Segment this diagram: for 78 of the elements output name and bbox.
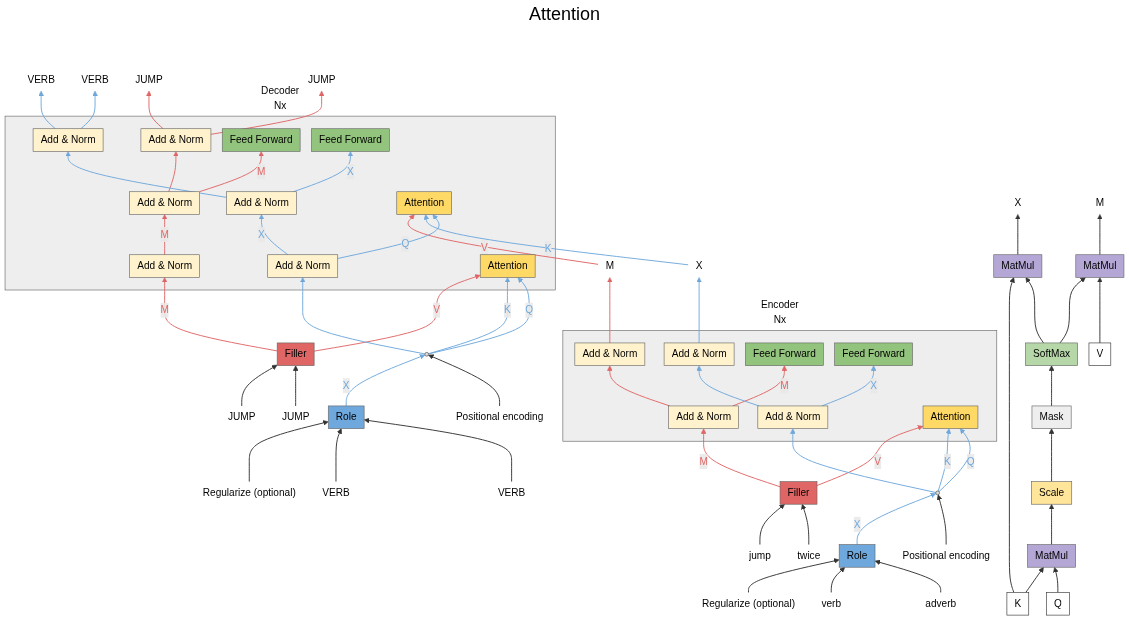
node-box: MatMul bbox=[1075, 254, 1125, 278]
edge-label: X bbox=[347, 165, 354, 177]
node-box: Attention bbox=[479, 254, 536, 278]
node-circle bbox=[424, 352, 429, 357]
node-text: adverb bbox=[925, 598, 957, 609]
node-box: Mask bbox=[1031, 405, 1072, 429]
node-text: twice bbox=[797, 550, 821, 561]
cluster bbox=[4, 115, 556, 291]
node-text: Positional encoding bbox=[902, 550, 990, 561]
node-box: Feed Forward bbox=[221, 128, 301, 152]
node-box: Add & Norm bbox=[140, 128, 212, 152]
node-text: VERB bbox=[497, 487, 526, 498]
node-box: Role bbox=[838, 544, 876, 568]
node-label: Encoder bbox=[761, 299, 799, 311]
edge-label: M bbox=[257, 165, 266, 177]
node-text: JUMP bbox=[135, 73, 163, 85]
cluster bbox=[562, 330, 998, 442]
edge-label: Q bbox=[966, 455, 975, 467]
node-box: Add & Norm bbox=[129, 254, 200, 278]
edge-label: K bbox=[544, 242, 552, 254]
node-box: Add & Norm bbox=[226, 191, 297, 215]
node-box: Scale bbox=[1031, 481, 1073, 505]
node-circle bbox=[935, 490, 940, 496]
node-box: Add & Norm bbox=[267, 254, 339, 278]
node-label: Nx bbox=[773, 314, 786, 326]
node-box: MatMul bbox=[1027, 544, 1076, 568]
node-box: Filler bbox=[276, 342, 315, 366]
node-box: Role bbox=[327, 405, 365, 429]
edge-label: V bbox=[874, 455, 882, 467]
node-text: Regularize (optional) bbox=[202, 487, 296, 498]
node-text: Regularize (optional) bbox=[701, 598, 795, 609]
edge-label: M bbox=[160, 304, 169, 316]
node-text: X bbox=[695, 260, 703, 272]
node-text: VERB bbox=[27, 73, 55, 85]
node-box: MatMul bbox=[993, 254, 1043, 278]
node-text: VERB bbox=[322, 487, 350, 498]
node-box: Add & Norm bbox=[32, 128, 104, 152]
node-text: JUMP bbox=[307, 73, 336, 85]
edge-label: K bbox=[944, 455, 951, 467]
node-label: Nx bbox=[273, 100, 287, 112]
edge-label: M bbox=[160, 228, 169, 240]
node-box: Attention bbox=[922, 405, 979, 429]
edge-label: X bbox=[258, 228, 265, 240]
edge-label: X bbox=[853, 518, 861, 530]
edge-label: M bbox=[699, 455, 708, 467]
edge-label: K bbox=[504, 304, 511, 316]
edge-label: V bbox=[480, 241, 488, 253]
section-heading: Attention bbox=[528, 4, 601, 25]
node-text: VERB bbox=[81, 73, 109, 85]
edge-label: Q bbox=[525, 304, 534, 316]
node-box: Q bbox=[1046, 592, 1070, 616]
node-box: Attention bbox=[396, 191, 452, 215]
node-text: X bbox=[1014, 197, 1022, 209]
node-text: Positional encoding bbox=[455, 411, 544, 423]
edge-label: Q bbox=[401, 238, 410, 249]
node-box: Add & Norm bbox=[668, 405, 739, 429]
node-box: Add & Norm bbox=[129, 191, 200, 215]
node-box: Filler bbox=[779, 481, 818, 505]
node-text: JUMP bbox=[228, 411, 256, 423]
node-box: K bbox=[1006, 592, 1030, 616]
node-box: SoftMax bbox=[1025, 342, 1078, 366]
node-box: Add & Norm bbox=[574, 342, 646, 366]
node-box: Feed Forward bbox=[834, 342, 913, 366]
node-text: JUMP bbox=[281, 411, 310, 423]
node-text: M bbox=[1095, 197, 1105, 209]
node-text: verb bbox=[821, 598, 842, 609]
node-label: Decoder bbox=[261, 85, 300, 96]
edge-label: X bbox=[870, 380, 877, 391]
node-box: Add & Norm bbox=[757, 405, 829, 429]
node-text: jump bbox=[748, 550, 771, 561]
node-box: Feed Forward bbox=[745, 342, 824, 366]
edge-label: V bbox=[433, 304, 440, 316]
edge-label: M bbox=[780, 380, 789, 391]
node-box: Feed Forward bbox=[311, 128, 390, 152]
edge-label: X bbox=[342, 380, 350, 391]
node-text: M bbox=[605, 260, 615, 272]
node-box: V bbox=[1088, 342, 1112, 366]
node-box: Add & Norm bbox=[663, 342, 735, 366]
